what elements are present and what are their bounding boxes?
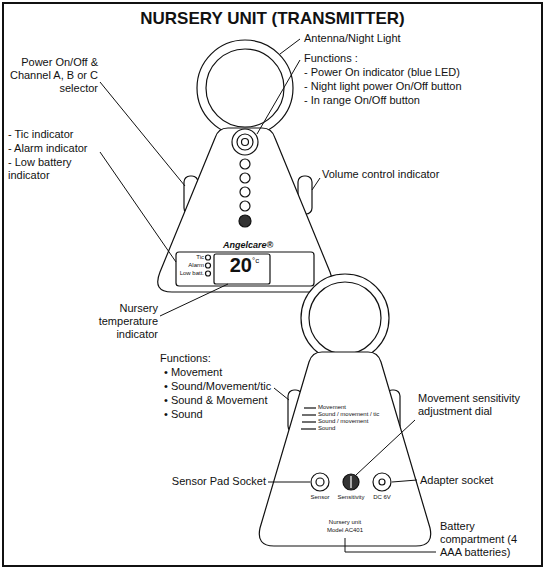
callout-label: - Low battery indicator [8,156,88,182]
leader-line [280,39,300,54]
callout-label: - Alarm indicator [8,142,108,155]
sensor-socket [311,473,329,491]
adapter-socket [373,473,391,491]
switch-tick [304,407,316,408]
indicator-dot [206,263,211,268]
front-body [158,128,333,292]
volume-led [240,201,250,211]
device-print: Tic [180,254,204,261]
title: NURSERY UNIT (TRANSMITTER) [0,9,545,29]
callout-label: Power On/Off & Channel A, B or C selecto… [6,56,98,95]
device-print: Sound [318,425,386,432]
device-print: Sensitivity [333,494,369,501]
leader-line [356,420,415,475]
antenna-ring-inner [206,49,284,127]
display-panel [176,252,314,286]
adapter-socket-pin [379,479,385,485]
temperature-readout: 20 [214,254,252,278]
device-print: Sound / movement [318,418,386,425]
leader-line [392,480,417,482]
callout-label: • Sound [164,408,294,421]
switch-tick [302,414,316,415]
callout-label: • Movement [164,366,294,379]
switch-tick [301,428,316,429]
leader-lines [100,39,436,552]
switch-tick [302,421,316,422]
device-print: Sensor [304,494,336,501]
callout-label: Sensor Pad Socket [164,475,266,488]
indicator-dot [206,271,211,276]
power-led [237,134,253,150]
callout-label: Functions: [160,352,290,365]
lcd [214,254,270,284]
callout-label: Functions : [304,52,524,65]
device-print: Low batt. [172,270,204,277]
device-print: DC 6V [366,494,398,501]
callout-label: Battery compartment (4 AAA batteries) [440,520,540,559]
power-led-core [242,139,249,146]
brand-print: Angelcare® [208,240,288,251]
callout-label: Antenna/Night Light [304,32,504,45]
antenna-ring-inner [309,282,381,354]
back-body [259,352,430,546]
callout-label: - Power On indicator (blue LED) [304,66,534,79]
callout-label: Volume control indicator [322,168,502,181]
device-print: Sound / movement / tic [318,411,386,418]
indicator-dot [206,255,211,260]
temperature-unit: °c [252,256,268,265]
leader-line [312,178,320,190]
device-print: Movement [318,404,386,411]
sensitivity-dial [343,474,359,490]
device-print: Alarm [180,262,204,269]
callout-label: Movement sensitivity adjustment dial [418,392,533,418]
dial-slot [350,476,351,488]
sensor-socket-hole [316,478,324,486]
callout-label: • Sound/Movement/tic [164,380,294,393]
callout-label: • Sound & Movement [164,394,294,407]
volume-led [240,173,250,183]
leader-line [257,60,300,134]
volume-led [240,187,250,197]
leader-line [345,538,436,552]
volume-led [240,159,250,169]
callout-label: Nursery temperature indicator [78,302,158,341]
device-print: Nursery unit [315,519,375,526]
leader-line [160,284,228,316]
antenna-ring [301,274,389,362]
callout-label: - Tic indicator [8,128,108,141]
callout-label: Adapter socket [420,474,535,487]
callout-label: - In range On/Off button [304,94,534,107]
antenna-ring [197,40,293,136]
frame [3,3,542,566]
leader-line [274,388,289,400]
leader-line [100,152,176,262]
device-print: Model AC401 [315,527,375,534]
callout-label: - Night light power On/Off button [304,80,534,93]
power-button [232,129,258,155]
button [239,215,251,227]
leader-line [268,482,310,483]
